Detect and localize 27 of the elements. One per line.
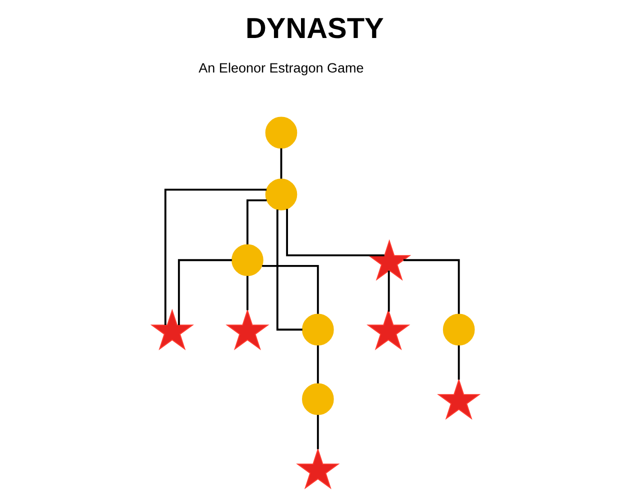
connector xyxy=(316,414,318,450)
node-circle xyxy=(442,314,474,346)
node-circle xyxy=(301,383,334,416)
connector xyxy=(387,270,390,312)
node-star xyxy=(225,308,269,350)
connector xyxy=(164,188,266,325)
connector xyxy=(276,209,302,331)
connector xyxy=(457,345,460,380)
node-circle xyxy=(231,244,263,276)
node-star xyxy=(367,239,411,281)
connector xyxy=(177,259,232,326)
connector xyxy=(246,276,248,310)
connector xyxy=(286,208,384,256)
connector xyxy=(316,345,318,384)
connector xyxy=(262,264,318,314)
node-circle xyxy=(264,116,297,149)
node-circle xyxy=(264,178,297,210)
connector xyxy=(402,259,460,314)
node-star xyxy=(366,308,410,350)
connector xyxy=(280,148,282,179)
node-star xyxy=(150,308,194,350)
diagram-title: DYNASTY xyxy=(245,13,384,46)
node-star xyxy=(296,448,340,490)
node-star xyxy=(436,378,480,420)
node-circle xyxy=(301,314,334,346)
connector xyxy=(246,199,266,244)
label: An Eleonor Estragon Game xyxy=(198,60,364,76)
